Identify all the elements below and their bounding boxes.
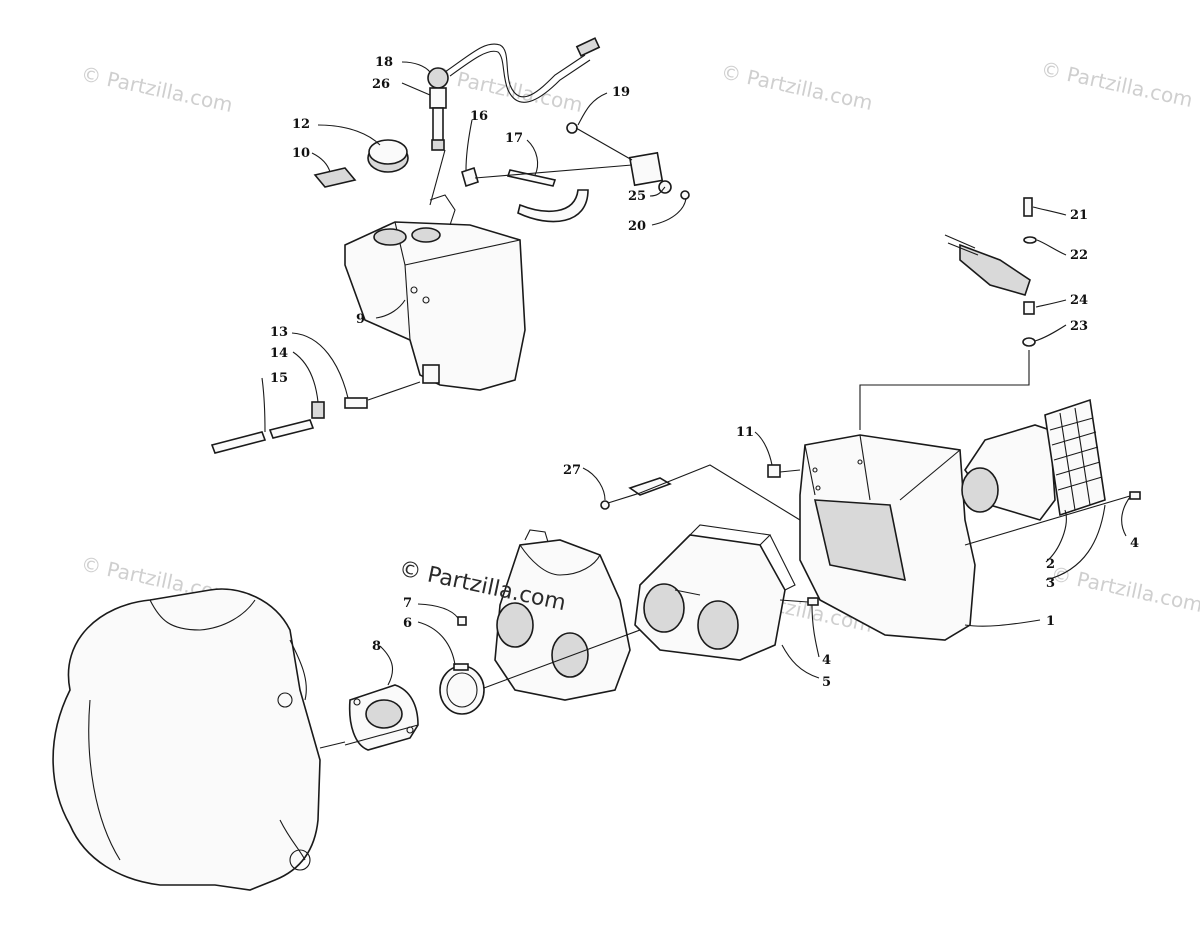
callout-10: 10 (292, 146, 310, 161)
hose-clamp (439, 663, 485, 715)
oil-outlet-fitting (311, 397, 368, 419)
callout-7: 7 (403, 596, 412, 611)
callout-15: 15 (270, 371, 288, 386)
callout-leaders (261, 61, 1131, 686)
callout-1: 1 (1046, 614, 1055, 629)
screw-4-mid (807, 597, 819, 606)
callout-22: 22 (1070, 248, 1088, 263)
push-pin-27 (600, 477, 672, 510)
watermark: © Partzilla.com (1049, 561, 1200, 617)
oil-level-sensor (427, 67, 449, 151)
bolt-21 (1023, 197, 1033, 217)
carburetor (494, 529, 631, 701)
callout-6: 6 (403, 616, 412, 631)
watermark: © Partzilla.com (79, 61, 235, 117)
callout-3: 3 (1046, 576, 1055, 591)
callout-5: 5 (822, 675, 831, 690)
screw-7 (457, 616, 467, 626)
callout-23: 23 (1070, 319, 1088, 334)
callout-20: 20 (628, 219, 646, 234)
washer-22 (1023, 236, 1037, 244)
air-silencer (799, 434, 976, 641)
fastener-11 (767, 464, 781, 478)
oil-tank (344, 194, 526, 391)
callout-17: 17 (505, 131, 523, 146)
callout-18: 18 (375, 55, 393, 70)
callout-16: 16 (470, 109, 488, 124)
engine (52, 588, 346, 891)
callout-25: 25 (628, 189, 646, 204)
nut-23 (1022, 337, 1036, 347)
screw-4-right (1129, 491, 1141, 500)
vent-hose (506, 169, 589, 223)
mounting-bracket (566, 122, 690, 200)
decal (313, 167, 357, 188)
switch-assembly (944, 234, 1031, 296)
vent-fitting (461, 166, 479, 188)
callout-9: 9 (356, 312, 365, 327)
callout-24: 24 (1070, 293, 1088, 308)
oil-hose-15 (210, 419, 315, 454)
callout-13: 13 (270, 325, 288, 340)
callout-12: 12 (292, 117, 310, 132)
callout-8: 8 (372, 639, 381, 654)
callout-2: 2 (1046, 557, 1055, 572)
callout-labels: 18 26 19 16 17 12 10 9 13 14 15 25 20 21… (270, 55, 1139, 690)
callout-14: 14 (270, 346, 288, 361)
spacer-24 (1023, 301, 1035, 315)
filler-cap (367, 139, 409, 173)
adapter-flange (348, 684, 419, 751)
callout-27: 27 (563, 463, 581, 478)
callout-26: 26 (372, 77, 390, 92)
assembly-lines (344, 127, 1131, 746)
intake-adapter (634, 524, 796, 661)
sensor-wire (444, 37, 601, 103)
intake-screen (1044, 398, 1106, 517)
watermark: © Partzilla.com (719, 59, 875, 115)
callout-11: 11 (736, 425, 754, 440)
callout-4-mid: 4 (822, 653, 831, 668)
callout-4-right: 4 (1130, 536, 1139, 551)
intake-tube (961, 424, 1056, 521)
watermark: © Partzilla.com (1039, 56, 1195, 112)
callout-21: 21 (1070, 208, 1088, 223)
callout-19: 19 (612, 85, 630, 100)
